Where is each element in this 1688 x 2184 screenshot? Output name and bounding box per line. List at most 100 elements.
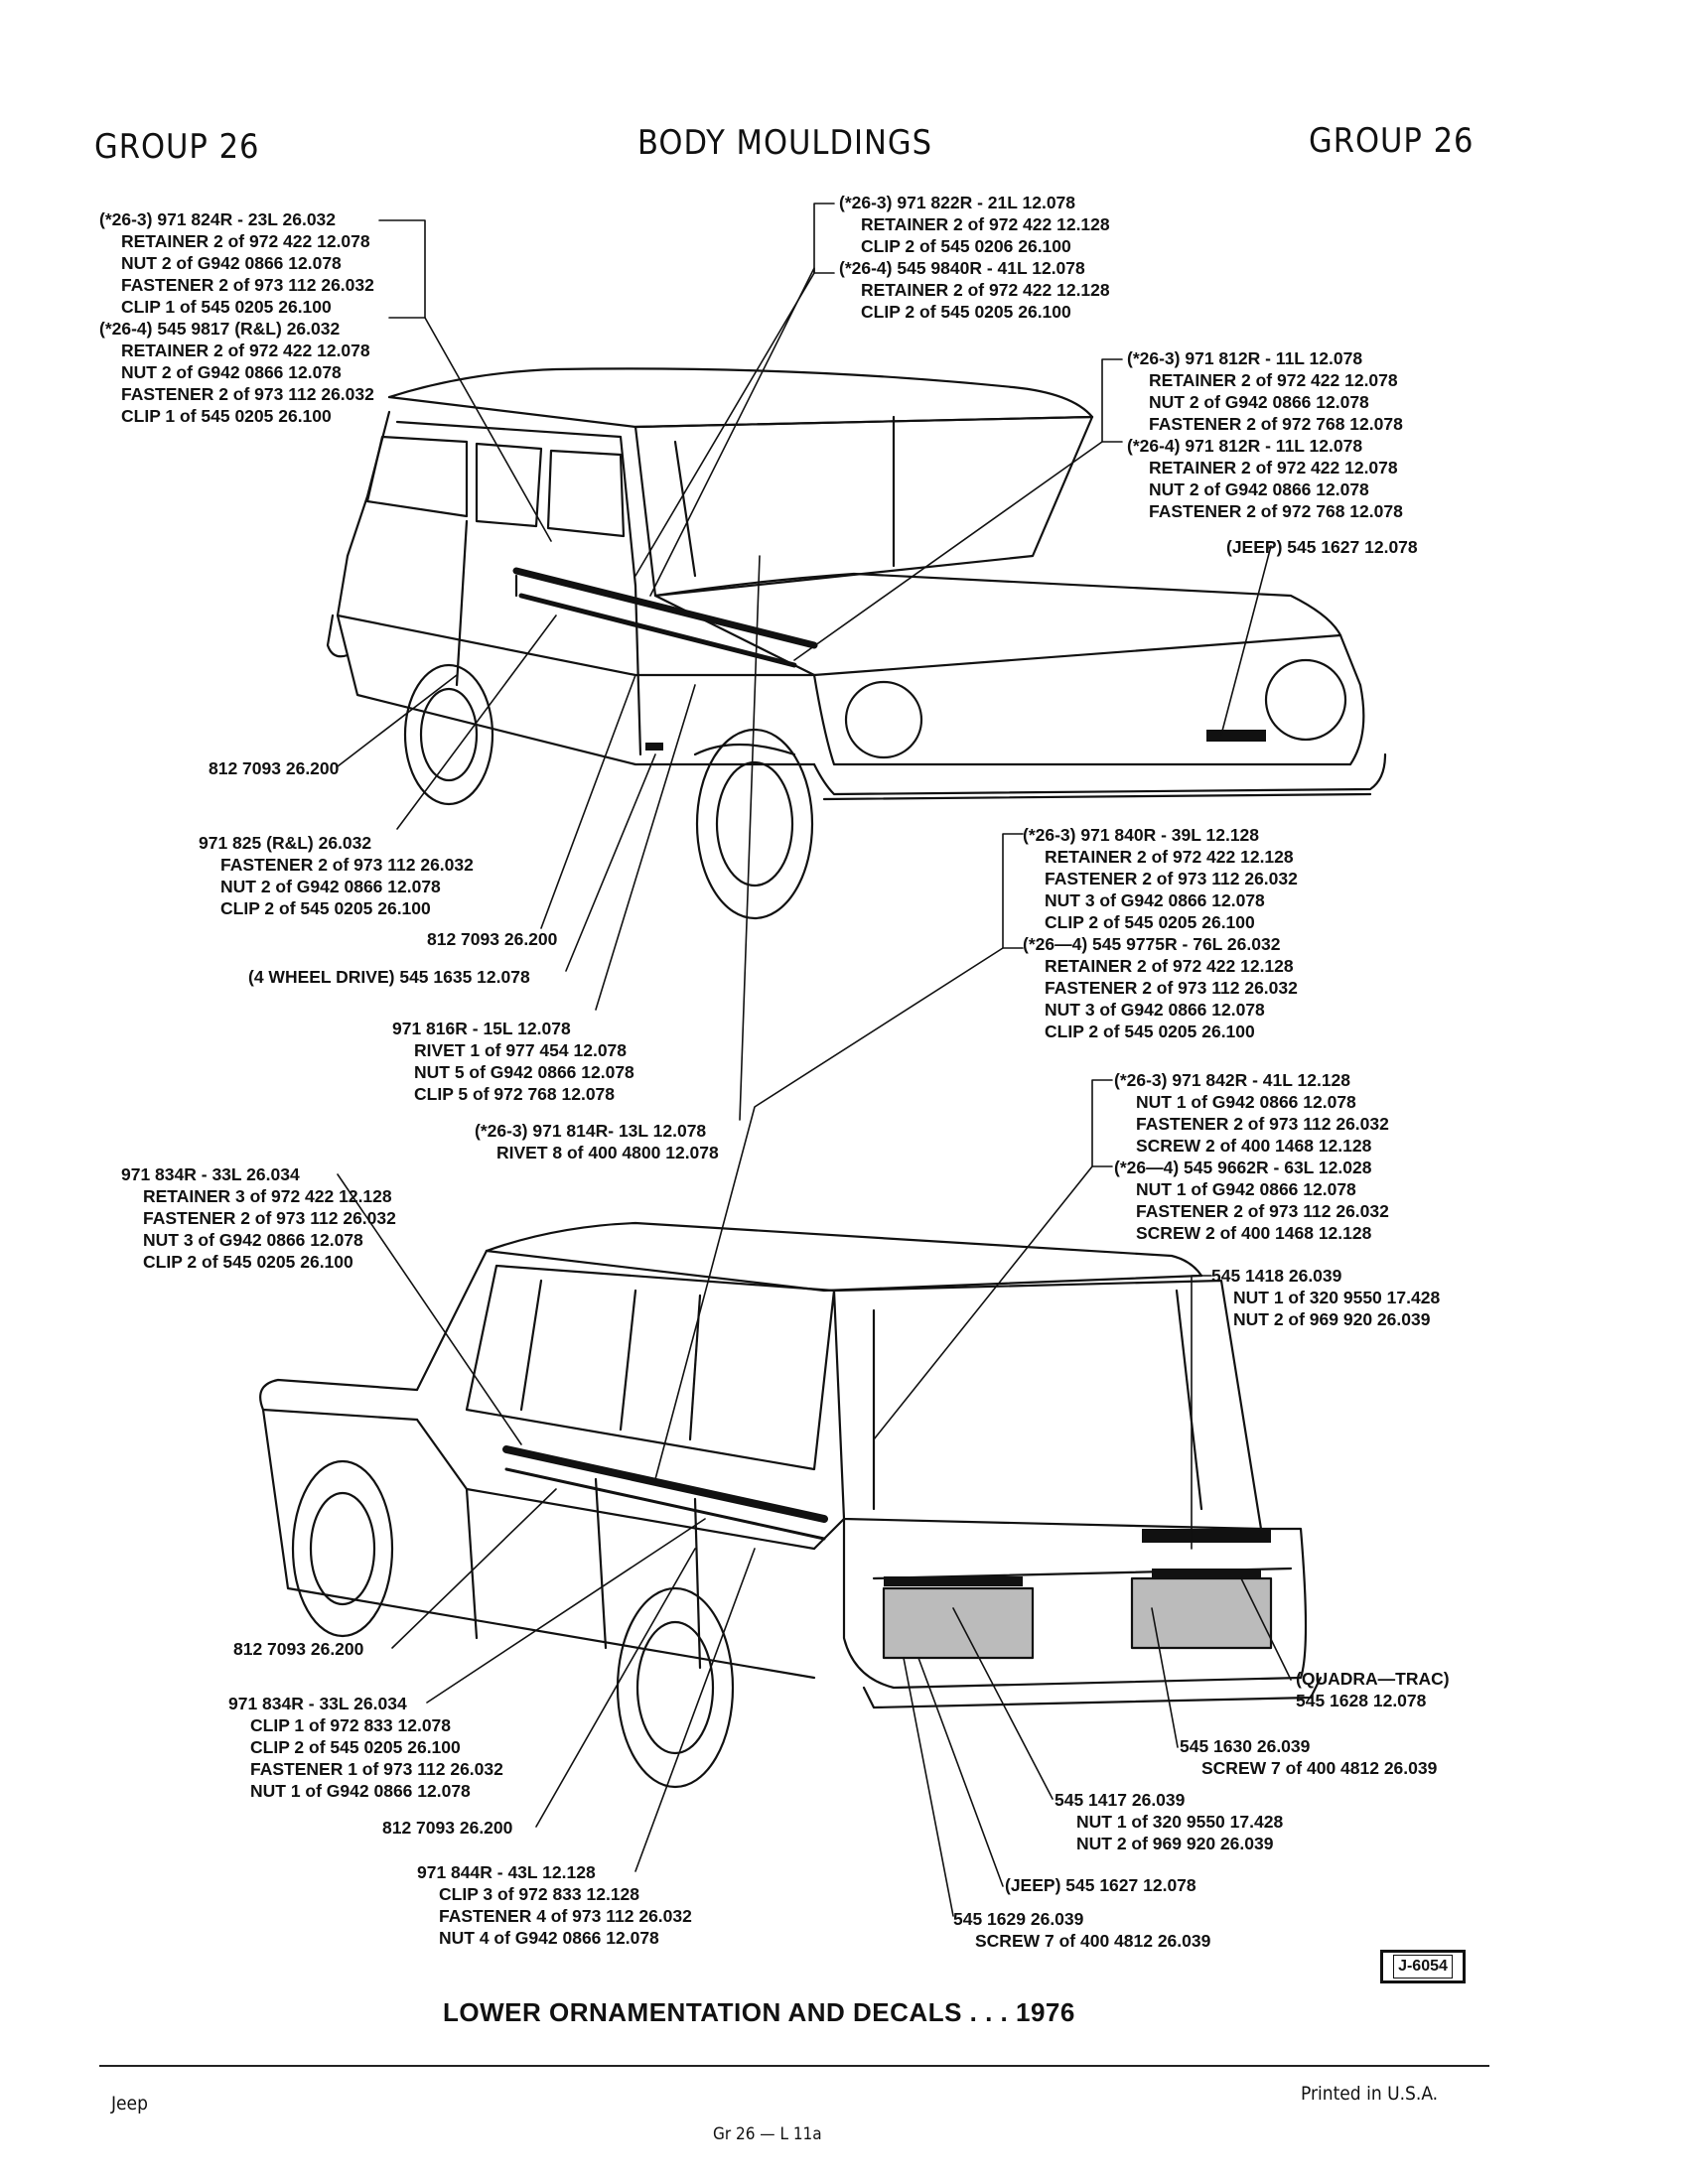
callout-line: CLIP 1 of 972 833 12.078	[250, 1715, 452, 1735]
rear-view-vehicle	[259, 1221, 1323, 1789]
footer-printed-note: Printed in U.S.A.	[1301, 2083, 1439, 2105]
callout-rear-quarter-moulding: 971 825 (R&L) 26.032 FASTENER 2 of 973 1…	[199, 832, 474, 919]
callout-rear-door-lower: 971 834R - 33L 26.034 CLIP 1 of 972 833 …	[228, 1693, 503, 1802]
callout-line: NUT 3 of G942 0866 12.078	[1045, 890, 1265, 910]
footer-brand: Jeep	[111, 2093, 148, 2115]
callout-rear-door-moulding: 971 834R - 33L 26.034 RETAINER 3 of 972 …	[121, 1163, 396, 1273]
callout-jeep-rear-decal: (JEEP) 545 1627 12.078	[1005, 1875, 1196, 1895]
callout-wheel-opening-moulding: 971 816R - 15L 12.078 RIVET 1 of 977 454…	[392, 1018, 634, 1105]
callout-line: NUT 2 of G942 0866 12.078	[1149, 392, 1369, 412]
callout-tail-panel-left: 545 1629 26.039 SCREW 7 of 400 4812 26.0…	[953, 1908, 1210, 1952]
callout-line: FASTENER 2 of 973 112 26.032	[121, 384, 374, 404]
callout-line: 971 825 (R&L) 26.032	[199, 833, 372, 853]
callout-line: 971 816R - 15L 12.078	[392, 1019, 571, 1038]
callout-line: NUT 2 of G942 0866 12.078	[121, 362, 342, 382]
callout-line: CLIP 2 of 545 0205 26.100	[143, 1252, 353, 1272]
callout-line: CLIP 2 of 545 0206 26.100	[861, 236, 1071, 256]
callout-line: RETAINER 3 of 972 422 12.128	[143, 1186, 392, 1206]
callout-decal-812-7093-d: 812 7093 26.200	[382, 1818, 513, 1838]
callout-decal-812-7093-c: 812 7093 26.200	[233, 1639, 364, 1659]
callout-line: 545 1630 26.039	[1180, 1736, 1311, 1756]
callout-tailgate-lower: 545 1417 26.039 NUT 1 of 320 9550 17.428…	[1055, 1789, 1283, 1854]
callout-decal-812-7093-a: 812 7093 26.200	[209, 758, 340, 778]
group-label-left: GROUP 26	[94, 127, 260, 167]
callout-line: RETAINER 2 of 972 422 12.128	[1045, 956, 1294, 976]
callout-rear-quarter-panel: 971 844R - 43L 12.128 CLIP 3 of 972 833 …	[417, 1861, 692, 1949]
callout-line: NUT 2 of 969 920 26.039	[1233, 1309, 1431, 1329]
callout-quadra-trac-decal: (QUADRA—TRAC) 545 1628 12.078	[1296, 1668, 1450, 1711]
callout-decal-812-7093-b: 812 7093 26.200	[427, 929, 558, 949]
callout-line: CLIP 5 of 972 768 12.078	[414, 1084, 616, 1104]
callout-line: CLIP 2 of 545 0205 26.100	[1045, 912, 1255, 932]
callout-hood-moulding: (*26-3) 971 812R - 11L 12.078 RETAINER 2…	[1127, 347, 1403, 522]
footer-page-number: Gr 26 — L 11a	[713, 2124, 822, 2144]
figure-reference-badge: J-6054	[1380, 1950, 1466, 1983]
callout-line: SCREW 2 of 400 1468 12.128	[1136, 1136, 1372, 1156]
callout-front-door-moulding: (*26-3) 971 824R - 23L 26.032 RETAINER 2…	[99, 208, 374, 427]
callout-line: SCREW 7 of 400 4812 26.039	[975, 1931, 1211, 1951]
callout-line: 545 1628 12.078	[1296, 1691, 1427, 1710]
callout-line: (*26-3) 971 842R - 41L 12.128	[1114, 1070, 1351, 1090]
callout-line: NUT 1 of G942 0866 12.078	[250, 1781, 471, 1801]
callout-line: FASTENER 2 of 972 768 12.078	[1149, 501, 1403, 521]
callout-line: (*26-4) 545 9840R - 41L 12.078	[839, 258, 1085, 278]
callout-line: RETAINER 2 of 972 422 12.128	[1045, 847, 1294, 867]
front-view-vehicle	[326, 367, 1387, 920]
callout-line: NUT 3 of G942 0866 12.078	[1045, 1000, 1265, 1020]
callout-line: FASTENER 2 of 973 112 26.032	[1136, 1201, 1389, 1221]
callout-line: RIVET 8 of 400 4800 12.078	[496, 1143, 719, 1162]
callout-line: FASTENER 2 of 973 112 26.032	[1136, 1114, 1389, 1134]
callout-line: FASTENER 4 of 973 112 26.032	[439, 1906, 692, 1926]
callout-line: RETAINER 2 of 972 422 12.078	[121, 231, 370, 251]
callout-line: (*26—4) 545 9662R - 63L 12.028	[1114, 1158, 1372, 1177]
callout-line: (*26—4) 545 9775R - 76L 26.032	[1023, 934, 1281, 954]
callout-line: (*26-3) 971 824R - 23L 26.032	[99, 209, 337, 229]
callout-line: 545 1417 26.039	[1055, 1790, 1186, 1810]
callout-line: RETAINER 2 of 972 422 12.078	[1149, 370, 1398, 390]
callout-line: NUT 1 of 320 9550 17.428	[1233, 1288, 1441, 1307]
callout-line: NUT 1 of G942 0866 12.078	[1136, 1179, 1356, 1199]
callout-line: CLIP 3 of 972 833 12.128	[439, 1884, 640, 1904]
callout-line: FASTENER 1 of 973 112 26.032	[250, 1759, 503, 1779]
callout-line: RETAINER 2 of 972 422 12.078	[121, 341, 370, 360]
callout-line: NUT 2 of G942 0866 12.078	[121, 253, 342, 273]
callout-line: NUT 1 of 320 9550 17.428	[1076, 1812, 1284, 1832]
callout-rear-quarter-lower: (*26-3) 971 842R - 41L 12.128 NUT 1 of G…	[1114, 1069, 1389, 1244]
callout-line: CLIP 1 of 545 0205 26.100	[121, 297, 332, 317]
callout-line: 545 1629 26.039	[953, 1909, 1084, 1929]
callout-line: FASTENER 2 of 973 112 26.032	[121, 275, 374, 295]
callout-line: RETAINER 2 of 972 422 12.128	[861, 214, 1110, 234]
figure-reference-label: J-6054	[1393, 1955, 1453, 1979]
callout-line: 971 834R - 33L 26.034	[228, 1694, 407, 1713]
callout-line: (*26-3) 971 812R - 11L 12.078	[1127, 348, 1363, 368]
callout-line: RIVET 1 of 977 454 12.078	[414, 1040, 628, 1060]
callout-line: NUT 5 of G942 0866 12.078	[414, 1062, 634, 1082]
callout-front-fender-upper: (*26-3) 971 822R - 21L 12.078 RETAINER 2…	[839, 192, 1110, 323]
callout-line: FASTENER 2 of 973 112 26.032	[1045, 978, 1298, 998]
callout-line: (*26-4) 971 812R - 11L 12.078	[1127, 436, 1363, 456]
footer-rule	[99, 2065, 1489, 2067]
figure-caption: LOWER ORNAMENTATION AND DECALS . . . 197…	[443, 1997, 1075, 2027]
callout-line: FASTENER 2 of 973 112 26.032	[143, 1208, 396, 1228]
callout-line: FASTENER 2 of 972 768 12.078	[1149, 414, 1403, 434]
callout-line: CLIP 2 of 545 0205 26.100	[220, 898, 431, 918]
callout-line: NUT 2 of 969 920 26.039	[1076, 1834, 1274, 1853]
callout-line: (*26-3) 971 822R - 21L 12.078	[839, 193, 1076, 212]
callout-line: SCREW 2 of 400 1468 12.128	[1136, 1223, 1372, 1243]
callout-line: (*26-4) 545 9817 (R&L) 26.032	[99, 319, 341, 339]
callout-line: NUT 3 of G942 0866 12.078	[143, 1230, 363, 1250]
callout-line: RETAINER 2 of 972 422 12.128	[861, 280, 1110, 300]
page-title: BODY MOULDINGS	[637, 123, 933, 163]
callout-line: RETAINER 2 of 972 422 12.078	[1149, 458, 1398, 478]
callout-4wd-decal: (4 WHEEL DRIVE) 545 1635 12.078	[248, 967, 530, 987]
callout-front-door-lower: (*26-3) 971 840R - 39L 12.128 RETAINER 2…	[1023, 824, 1298, 1042]
callout-line: CLIP 2 of 545 0205 26.100	[861, 302, 1071, 322]
callout-line: (QUADRA—TRAC)	[1296, 1669, 1450, 1689]
callout-line: FASTENER 2 of 973 112 26.032	[220, 855, 474, 875]
callout-jeep-front-decal: (JEEP) 545 1627 12.078	[1226, 537, 1418, 557]
callout-line: NUT 2 of G942 0866 12.078	[220, 877, 441, 896]
callout-fender-moulding: (*26-3) 971 814R- 13L 12.078 RIVET 8 of …	[475, 1120, 719, 1163]
callout-line: 971 834R - 33L 26.034	[121, 1164, 300, 1184]
